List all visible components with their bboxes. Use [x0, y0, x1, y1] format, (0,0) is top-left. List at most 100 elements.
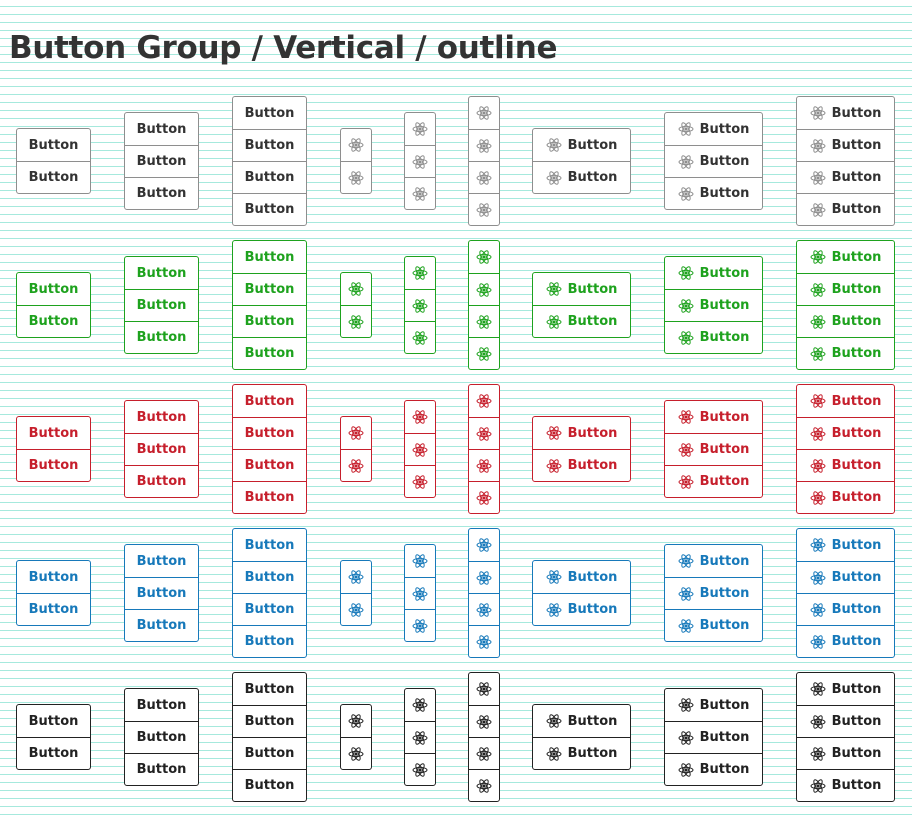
group-button[interactable]: Button	[125, 321, 198, 353]
group-button[interactable]: Button	[233, 561, 306, 593]
group-button[interactable]: Button	[233, 625, 306, 657]
group-button[interactable]	[469, 161, 499, 193]
group-button[interactable]: Button	[125, 289, 198, 321]
group-button[interactable]: Button	[233, 161, 306, 193]
group-button[interactable]: Button	[125, 113, 198, 145]
group-button[interactable]: Button	[17, 593, 90, 625]
group-button[interactable]: Button	[797, 241, 894, 273]
group-button[interactable]: Button	[665, 609, 762, 641]
group-button[interactable]	[469, 673, 499, 705]
group-button[interactable]	[405, 689, 435, 721]
group-button[interactable]: Button	[533, 737, 630, 769]
group-button[interactable]: Button	[233, 449, 306, 481]
group-button[interactable]: Button	[665, 401, 762, 433]
group-button[interactable]: Button	[233, 593, 306, 625]
group-button[interactable]: Button	[17, 273, 90, 305]
group-button[interactable]	[405, 577, 435, 609]
group-button[interactable]	[341, 593, 371, 625]
group-button[interactable]	[469, 97, 499, 129]
group-button[interactable]: Button	[233, 129, 306, 161]
group-button[interactable]: Button	[797, 385, 894, 417]
group-button[interactable]	[469, 241, 499, 273]
group-button[interactable]	[469, 273, 499, 305]
group-button[interactable]: Button	[533, 561, 630, 593]
group-button[interactable]: Button	[665, 753, 762, 785]
group-button[interactable]: Button	[665, 289, 762, 321]
group-button[interactable]	[469, 193, 499, 225]
group-button[interactable]	[405, 145, 435, 177]
group-button[interactable]	[469, 305, 499, 337]
group-button[interactable]: Button	[17, 305, 90, 337]
group-button[interactable]: Button	[233, 337, 306, 369]
group-button[interactable]: Button	[233, 273, 306, 305]
group-button[interactable]: Button	[125, 689, 198, 721]
group-button[interactable]	[405, 257, 435, 289]
group-button[interactable]: Button	[125, 401, 198, 433]
group-button[interactable]	[341, 305, 371, 337]
group-button[interactable]: Button	[17, 737, 90, 769]
group-button[interactable]: Button	[125, 433, 198, 465]
group-button[interactable]: Button	[797, 593, 894, 625]
group-button[interactable]: Button	[665, 257, 762, 289]
group-button[interactable]	[341, 161, 371, 193]
group-button[interactable]: Button	[233, 705, 306, 737]
group-button[interactable]	[405, 177, 435, 209]
group-button[interactable]: Button	[797, 769, 894, 801]
group-button[interactable]	[469, 129, 499, 161]
group-button[interactable]	[341, 417, 371, 449]
group-button[interactable]: Button	[665, 433, 762, 465]
group-button[interactable]: Button	[797, 705, 894, 737]
group-button[interactable]: Button	[125, 465, 198, 497]
group-button[interactable]: Button	[797, 417, 894, 449]
group-button[interactable]	[341, 129, 371, 161]
group-button[interactable]: Button	[797, 193, 894, 225]
group-button[interactable]	[405, 545, 435, 577]
group-button[interactable]: Button	[797, 481, 894, 513]
group-button[interactable]: Button	[665, 145, 762, 177]
group-button[interactable]: Button	[665, 721, 762, 753]
group-button[interactable]: Button	[665, 577, 762, 609]
group-button[interactable]	[405, 609, 435, 641]
group-button[interactable]: Button	[233, 305, 306, 337]
group-button[interactable]	[341, 561, 371, 593]
group-button[interactable]: Button	[533, 273, 630, 305]
group-button[interactable]	[405, 753, 435, 785]
group-button[interactable]: Button	[797, 97, 894, 129]
group-button[interactable]: Button	[665, 113, 762, 145]
group-button[interactable]: Button	[797, 529, 894, 561]
group-button[interactable]: Button	[533, 593, 630, 625]
group-button[interactable]: Button	[533, 449, 630, 481]
group-button[interactable]: Button	[665, 321, 762, 353]
group-button[interactable]: Button	[125, 721, 198, 753]
group-button[interactable]	[405, 401, 435, 433]
group-button[interactable]: Button	[665, 465, 762, 497]
group-button[interactable]: Button	[665, 689, 762, 721]
group-button[interactable]: Button	[533, 161, 630, 193]
group-button[interactable]: Button	[233, 529, 306, 561]
group-button[interactable]	[469, 337, 499, 369]
group-button[interactable]	[469, 481, 499, 513]
group-button[interactable]: Button	[125, 545, 198, 577]
group-button[interactable]	[469, 705, 499, 737]
group-button[interactable]	[469, 593, 499, 625]
group-button[interactable]: Button	[665, 177, 762, 209]
group-button[interactable]: Button	[797, 273, 894, 305]
group-button[interactable]	[405, 465, 435, 497]
group-button[interactable]: Button	[125, 145, 198, 177]
group-button[interactable]: Button	[665, 545, 762, 577]
group-button[interactable]: Button	[533, 305, 630, 337]
group-button[interactable]	[341, 449, 371, 481]
group-button[interactable]: Button	[797, 449, 894, 481]
group-button[interactable]	[405, 289, 435, 321]
group-button[interactable]: Button	[233, 673, 306, 705]
group-button[interactable]	[341, 705, 371, 737]
group-button[interactable]: Button	[533, 705, 630, 737]
group-button[interactable]: Button	[797, 625, 894, 657]
group-button[interactable]: Button	[797, 161, 894, 193]
group-button[interactable]	[341, 737, 371, 769]
group-button[interactable]: Button	[17, 161, 90, 193]
group-button[interactable]	[469, 385, 499, 417]
group-button[interactable]	[469, 561, 499, 593]
group-button[interactable]	[469, 529, 499, 561]
group-button[interactable]: Button	[125, 577, 198, 609]
